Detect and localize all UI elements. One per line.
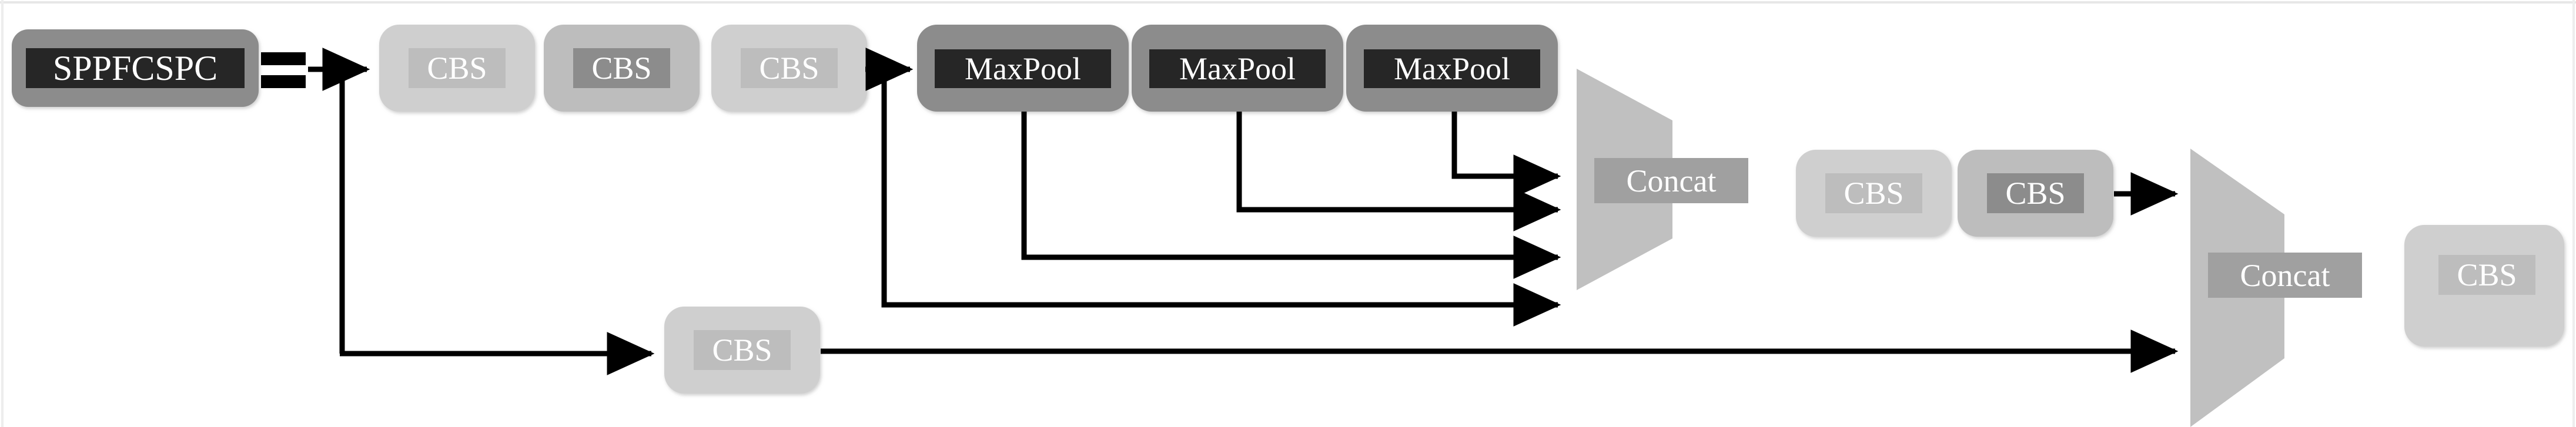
node-concat-1-hit[interactable] [1577,69,1672,290]
node-cbs-4-hit[interactable] [1796,150,1952,237]
cbs-5-inner [1987,173,2084,213]
edge-cbs3-skip-to-concat1 [881,69,1561,327]
edge-maxpool1-to-concat1 [1021,112,1561,279]
concat-1-label-plate [1594,158,1748,203]
node-maxpool-1-hit[interactable] [917,25,1129,112]
node-cbs-6-hit[interactable] [664,307,820,394]
node-sppfcspc-hit[interactable] [12,29,259,107]
node-cbs-3[interactable] [711,25,867,112]
edge-branch-down-to-lower-path [339,69,655,375]
arrow-maxpool2-to-concat1 [1236,112,1561,231]
node-sppfcspc[interactable] [12,29,259,107]
node-cbs-2[interactable] [544,25,700,112]
node-cbs-6[interactable] [664,307,820,394]
node-cbs-7-hit[interactable] [2404,225,2564,347]
node-maxpool-2-hit[interactable] [1132,25,1343,112]
arrow-skip-to-concat1 [881,69,1561,327]
node-cbs-5-hit[interactable] [1958,150,2113,237]
node-cbs-7[interactable] [2404,225,2564,347]
node-cbs-2-hit[interactable] [544,25,700,112]
arrow-maxpool1-to-concat1 [1021,112,1561,279]
node-cbs-1-hit[interactable] [379,25,535,112]
arrow-maxpool3-to-concat1 [1451,112,1561,198]
cbs-2-inner [573,48,670,88]
node-maxpool-2[interactable] [1132,25,1343,112]
maxpool-3-inner [1364,49,1540,88]
cbs-4-inner [1825,173,1922,213]
maxpool-1-inner [935,49,1111,88]
edge-maxpool2-to-concat1 [1236,112,1561,231]
sppfcspc-inner [26,48,245,88]
concat-2-label-plate [2208,253,2362,298]
cbs-1-inner [409,48,506,88]
equals-bar-bottom [261,75,306,88]
cbs-7-inner [2438,255,2535,295]
node-concat-2-hit[interactable] [2190,149,2284,427]
node-cbs-1[interactable] [379,25,535,112]
equals-operator-icon [261,52,306,88]
node-cbs-3-hit[interactable] [711,25,867,112]
node-concat-2[interactable] [2190,149,2362,427]
maxpool-2-inner [1149,49,1326,88]
node-maxpool-3[interactable] [1346,25,1558,112]
node-maxpool-1[interactable] [917,25,1129,112]
cbs-6-inner [694,330,791,370]
node-maxpool-3-hit[interactable] [1346,25,1558,112]
cbs-3-inner [741,48,838,88]
node-cbs-4[interactable] [1796,150,1952,237]
node-concat-1[interactable] [1577,69,1748,290]
edge-maxpool3-to-concat1 [1451,112,1561,198]
node-cbs-5[interactable] [1958,150,2113,237]
equals-bar-top [261,52,306,65]
